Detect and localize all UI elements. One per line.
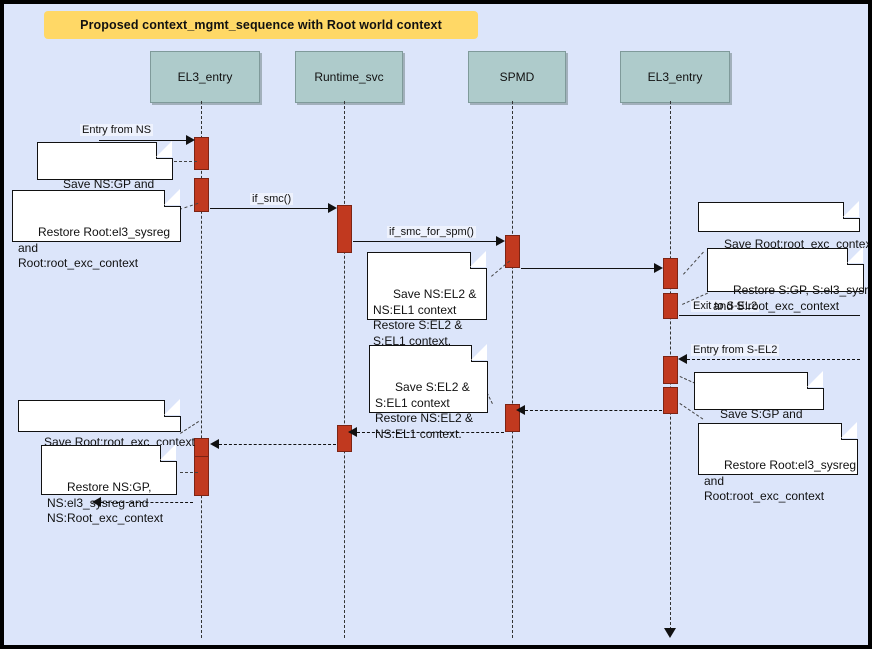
note-connector [164,161,197,162]
activation-bar [663,387,678,414]
note-restore-ns-gp: Restore NS:GP, NS:el3_sysreg and NS:Root… [41,444,177,525]
note-save-root-exc-context-right: Save Root:root_exc_context [698,201,868,251]
diagram-sheet: Proposed context_mgmt_sequence with Root… [4,4,868,645]
note-fold-icon [471,344,488,362]
message-line-entry-from-s-el2 [687,359,860,360]
note-text: Restore Root:el3_sysreg and Root:root_ex… [18,225,171,270]
note-save-ns-gp: Save NS:GP and NS:Root_exc_context [37,141,173,207]
lifeline-head-el3-entry-left[interactable]: EL3_entry [150,51,260,103]
activation-bar [663,293,678,319]
note-text: Restore Root:el3_sysreg and Root:root_ex… [704,458,857,503]
note-fold-icon [156,141,173,159]
arrow-head-icon [210,439,219,449]
note-fold-icon [843,201,860,219]
note-fold-icon [841,422,858,440]
message-label-entry-from-ns: Entry from NS [80,124,154,136]
note-restore-root-el3-sysreg: Restore Root:el3_sysreg and Root:root_ex… [12,189,181,270]
note-save-s-el2-restore-ns-el2: Save S:EL2 & S:EL1 context Restore NS:EL… [369,344,488,441]
note-restore-s-gp: Restore S:GP, S:el3_sysreg and S:root_ex… [707,247,868,313]
note-fold-icon [470,251,487,269]
page-title: Proposed context_mgmt_sequence with Root… [80,18,442,32]
activation-bar [663,258,678,289]
note-restore-root-el3-sysreg-right: Restore Root:el3_sysreg and Root:root_ex… [698,422,858,503]
arrow-head-icon [348,427,357,437]
activation-bar [663,356,678,384]
note-save-root-exc-context-left: Save Root:root_exc_context [18,399,195,449]
note-text: Save S:EL2 & S:EL1 context Restore NS:EL… [375,380,474,441]
note-text: Restore S:GP, S:el3_sysreg and S:root_ex… [713,283,868,313]
arrow-head-icon [678,354,687,364]
message-line-spmd-to-el3-entry [521,268,655,269]
activation-bar [337,205,352,253]
arrow-head-icon [186,135,195,145]
note-connector [491,260,511,277]
message-line-if-smc [210,208,329,209]
lifeline-label: Runtime_svc [314,70,384,84]
note-fold-icon [160,444,177,462]
lifeline-head-spmd[interactable]: SPMD [468,51,566,103]
activation-bar [505,235,520,268]
message-line-return-to-spmd [525,410,662,411]
note-fold-icon [847,247,864,265]
note-text: Restore NS:GP, NS:el3_sysreg and NS:Root… [47,480,164,525]
message-line-exit-to-s-el2 [679,315,860,316]
message-line-if-smc-for-spm [353,241,497,242]
note-fold-icon [164,189,181,207]
activation-bar [194,137,209,170]
arrow-head-icon [496,236,505,246]
lifeline-label: EL3_entry [177,70,233,84]
lifeline-label: EL3_entry [647,70,703,84]
activation-bar [194,178,209,212]
lifeline-label: SPMD [499,70,535,84]
message-label-entry-from-s-el2: Entry from S-EL2 [691,344,780,356]
note-fold-icon [807,371,824,389]
lifeline-line-runtime-svc [344,101,345,638]
message-line-entry-from-ns [99,140,188,141]
lifeline-line-el3-entry-left [201,101,202,638]
arrow-head-icon [654,263,663,273]
arrow-head-icon [92,497,101,507]
lifeline-end-arrow-icon [664,628,676,638]
note-save-s-gp: Save S:GP and S:root_exc_context [694,371,824,437]
note-text: Save Root:root_exc_context [724,237,868,251]
message-line-exit-to-ns [101,502,193,503]
arrow-head-icon [328,203,337,213]
message-line-return-to-el3-entry [219,444,336,445]
activation-bar [194,456,209,496]
arrow-head-icon [516,405,525,415]
note-text: Save NS:EL2 & NS:EL1 context Restore S:E… [373,287,477,348]
message-label-if-smc: if_smc() [250,193,294,205]
note-fold-icon [164,399,181,417]
note-connector [180,421,199,434]
lifeline-head-runtime-svc[interactable]: Runtime_svc [295,51,403,103]
note-connector [683,251,704,275]
note-connector [180,472,198,473]
lifeline-line-spmd [512,101,513,638]
diagram-title-banner: Proposed context_mgmt_sequence with Root… [44,11,478,39]
lifeline-head-el3-entry-right[interactable]: EL3_entry [620,51,730,103]
message-label-exit-to-s-el2: Exit to S-EL2 [691,300,760,312]
message-label-if-smc-for-spm: if_smc_for_spm() [387,226,476,238]
note-save-ns-el2-restore-s-el2: Save NS:EL2 & NS:EL1 context Restore S:E… [367,251,487,348]
message-line-return-to-runtime-svc [357,432,504,433]
